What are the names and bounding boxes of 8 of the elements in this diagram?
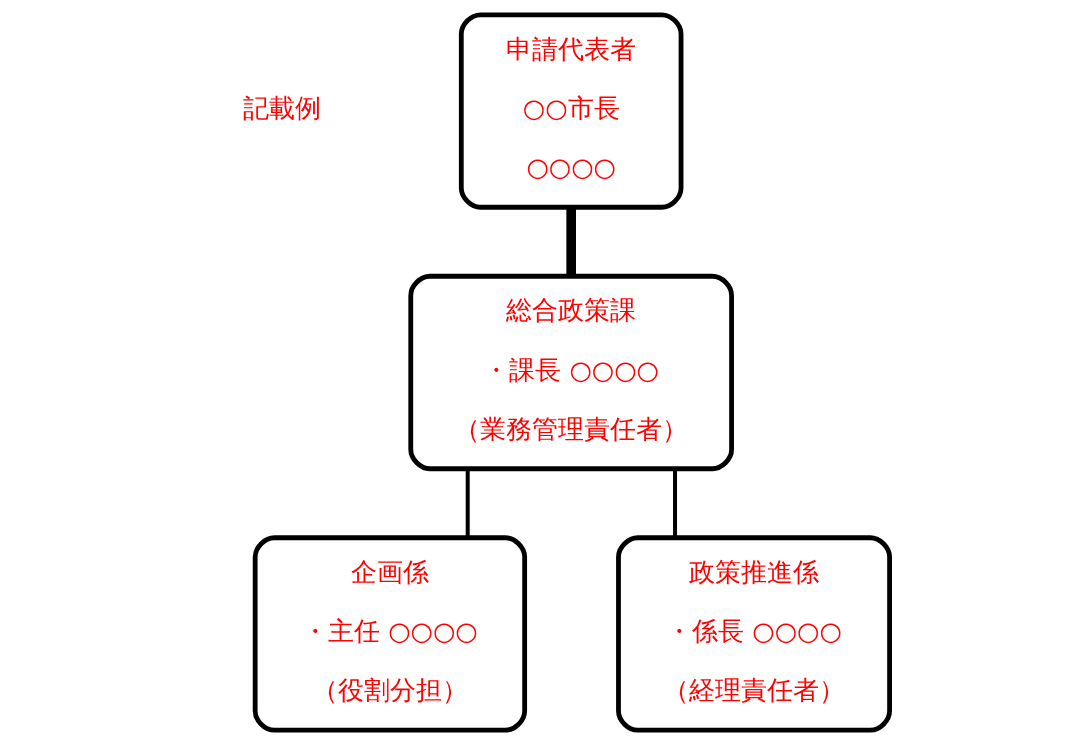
node-box: 申請代表者 ○○市長 ○○○○ <box>458 12 683 210</box>
connector <box>465 469 470 538</box>
node-box: 企画係 ・主任 ○○○○ （役割分担） <box>252 535 527 733</box>
node-box: 政策推進係 ・係長 ○○○○ （経理責任者） <box>615 535 892 733</box>
connector <box>672 469 677 538</box>
label: 記載例 <box>242 93 321 124</box>
node-box: 総合政策課 ・課長 ○○○○ （業務管理責任者） <box>407 273 734 472</box>
connector <box>565 207 576 276</box>
